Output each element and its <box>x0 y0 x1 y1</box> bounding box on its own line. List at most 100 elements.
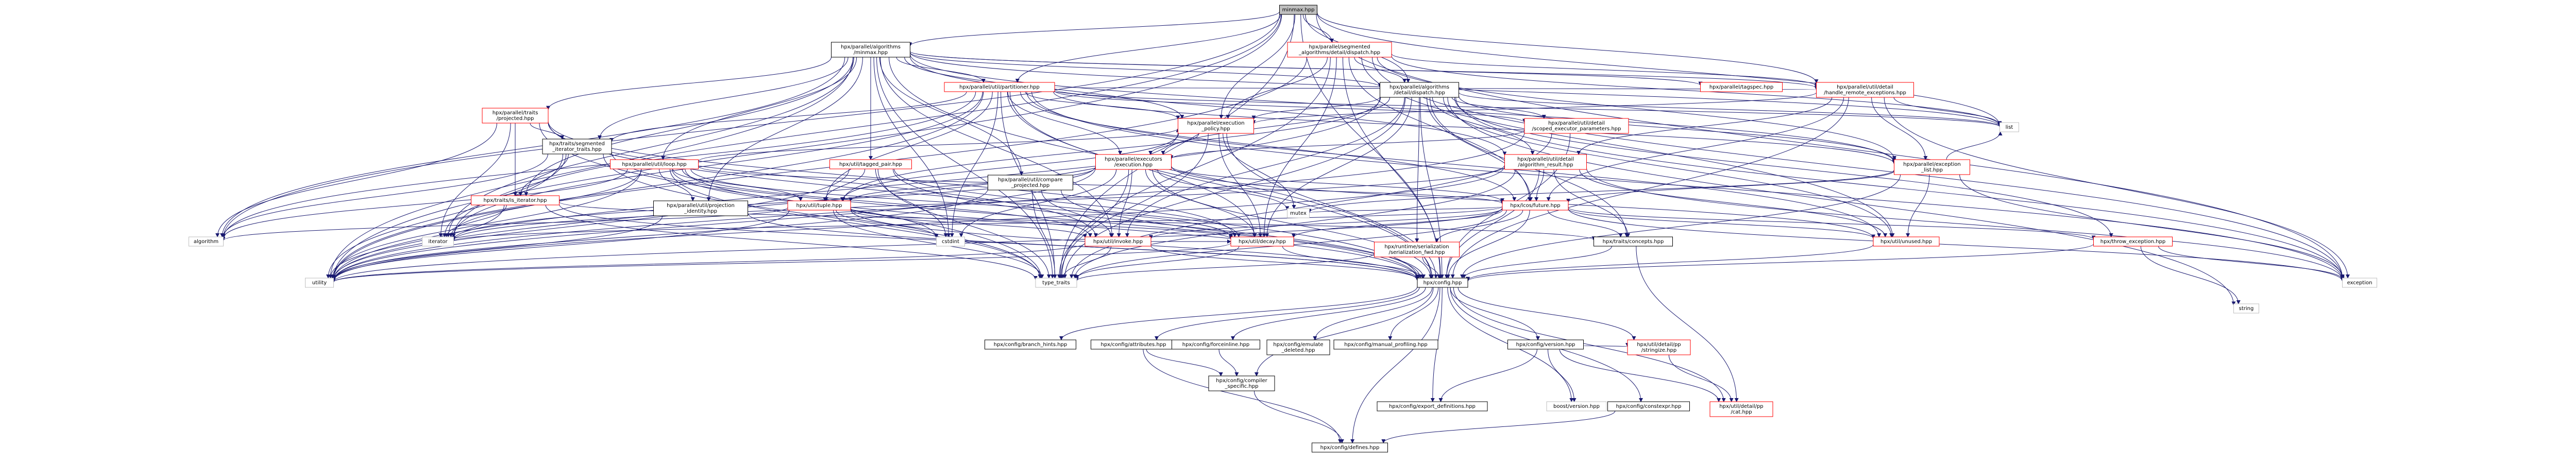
node-proj-identity[interactable]: hpx/parallel/util/projection_identity.hp… <box>653 200 748 216</box>
node-handle-remote[interactable]: hpx/parallel/util/detail/handle_remote_e… <box>1816 82 1914 98</box>
edge-root-to-partitioner <box>1015 14 1281 83</box>
node-loop[interactable]: hpx/parallel/util/loop.hpp <box>610 159 699 169</box>
node-box <box>988 175 1073 191</box>
node-label: /scoped_executor_parameters.hpp <box>1532 126 1621 132</box>
node-box <box>1607 401 1690 411</box>
edge-algo-result-to-concepts <box>1553 169 1631 237</box>
node-decay[interactable]: hpx/util/decay.hpp <box>1230 236 1294 247</box>
edge-algo-dispatch-to-tuple <box>841 97 1381 201</box>
node-box <box>1524 118 1629 134</box>
edge-traits-projected-to-iterator <box>438 123 511 237</box>
node-export-defs[interactable]: hpx/config/export_definitions.hpp <box>1377 401 1488 411</box>
node-branch-hints[interactable]: hpx/config/branch_hints.hpp <box>985 339 1076 350</box>
edge-seg-dispatch-to-handle-remote <box>1391 53 1819 87</box>
edge-forceinline-to-compiler-specific <box>1218 349 1239 376</box>
node-label: /minmax.hpp <box>854 50 888 56</box>
node-algo-dispatch[interactable]: hpx/parallel/algorithms/detail/dispatch.… <box>1380 82 1459 98</box>
edge-throw-exc-to-string <box>2140 246 2241 304</box>
node-box <box>1999 122 2019 132</box>
node-label: iterator <box>428 239 448 245</box>
node-scoped-exec[interactable]: hpx/parallel/util/detail/scoped_executor… <box>1524 118 1629 134</box>
node-algo-minmax[interactable]: hpx/parallel/algorithms/minmax.hpp <box>831 42 910 58</box>
edge-algo-minmax-to-is-iterator <box>524 57 854 196</box>
node-compare-projected[interactable]: hpx/parallel/util/compare_projected.hpp <box>988 175 1073 191</box>
edge-seg-dispatch-to-list <box>1391 56 2002 127</box>
node-ser-fwd[interactable]: hpx/runtime/serialization/serialization_… <box>1374 242 1460 257</box>
edge-loop-to-future <box>698 166 1504 205</box>
node-pp-cat[interactable]: hpx/util/detail/pp/cat.hpp <box>1709 401 1773 417</box>
node-label: _iterator_traits.hpp <box>552 147 602 152</box>
node-tagged-pair[interactable]: hpx/util/tagged_pair.hpp <box>829 159 912 169</box>
node-exec-policy[interactable]: hpx/parallel/execution_policy.hpp <box>1178 118 1254 134</box>
node-exception: exception <box>2342 278 2377 288</box>
node-constexpr[interactable]: hpx/config/constexpr.hpp <box>1607 401 1690 411</box>
node-algo-result[interactable]: hpx/parallel/util/detail/algorithm_resul… <box>1504 154 1587 170</box>
node-box <box>1208 375 1275 391</box>
node-forceinline[interactable]: hpx/config/forceinline.hpp <box>1172 339 1260 350</box>
edge-exec-policy-to-mutex <box>1223 133 1296 209</box>
node-box <box>1374 242 1460 257</box>
edge-seg-iter-traits-to-utility <box>326 153 564 279</box>
edge-proj-identity-to-utility <box>331 215 663 281</box>
node-defines[interactable]: hpx/config/defines.hpp <box>1312 442 1388 453</box>
node-traits-projected[interactable]: hpx/parallel/traits/projected.hpp <box>482 108 549 124</box>
node-config-version[interactable]: hpx/config/version.hpp <box>1507 339 1584 350</box>
dependency-edges <box>215 11 2350 443</box>
node-emulate-deleted[interactable]: hpx/config/emulate_deleted.hpp <box>1266 339 1330 355</box>
node-throw-exc[interactable]: hpx/throw_exception.hpp <box>2093 236 2173 247</box>
node-label: hpx/parallel/util/detail <box>1548 121 1605 126</box>
edge-traits-projected-to-seg-iter-traits <box>530 123 564 140</box>
edge-algo-dispatch-to-utility <box>331 96 1380 281</box>
node-label: list <box>2006 125 2013 130</box>
node-config[interactable]: hpx/config.hpp <box>1417 278 1468 288</box>
node-manual-profiling[interactable]: hpx/config/manual_profiling.hpp <box>1333 339 1438 350</box>
node-compiler-specific[interactable]: hpx/config/compiler_specific.hpp <box>1208 375 1275 391</box>
node-invoke[interactable]: hpx/util/invoke.hpp <box>1084 236 1151 247</box>
node-attributes[interactable]: hpx/config/attributes.hpp <box>1091 339 1176 350</box>
node-stringize[interactable]: hpx/util/detail/pp/stringize.hpp <box>1627 339 1691 355</box>
node-exception-list[interactable]: hpx/parallel/exception_list.hpp <box>1894 159 1970 175</box>
edge-loop-to-exec-policy <box>698 128 1180 162</box>
node-label: cstdint <box>942 239 959 245</box>
node-label: hpx/traits/is_iterator.hpp <box>484 198 547 203</box>
edge-is-iterator-to-iterator <box>444 204 507 237</box>
edge-tuple-to-invoke <box>850 209 1087 238</box>
node-label: boost/version.hpp <box>1553 404 1600 409</box>
node-label: hpx/parallel/util/projection <box>667 203 735 209</box>
edge-invoke-to-type-traits <box>1061 246 1111 279</box>
edge-partitioner-to-unused <box>1026 91 1882 237</box>
node-root[interactable]: minmax.hpp <box>1279 5 1317 15</box>
node-unused[interactable]: hpx/util/unused.hpp <box>1873 236 1940 247</box>
node-box <box>1287 208 1310 218</box>
node-seg-iter-traits[interactable]: hpx/traits/segmented_iterator_traits.hpp <box>542 139 612 154</box>
edge-root-to-exception <box>1316 14 2345 279</box>
node-tuple[interactable]: hpx/util/tuple.hpp <box>787 200 851 211</box>
node-box <box>1709 401 1773 417</box>
node-tagspec[interactable]: hpx/parallel/tagspec.hpp <box>1700 82 1783 92</box>
node-box <box>1084 236 1151 247</box>
edge-partitioner-to-seg-iter-traits <box>609 91 967 143</box>
edge-future-to-concepts <box>1547 210 1623 237</box>
node-box <box>1700 82 1783 92</box>
edge-loop-to-algorithm <box>221 168 628 239</box>
node-future[interactable]: hpx/lcos/future.hpp <box>1502 200 1569 211</box>
node-label: hpx/parallel/tagspec.hpp <box>1709 84 1773 90</box>
node-label: hpx/parallel/util/partitioner.hpp <box>959 84 1040 90</box>
edge-constexpr-to-defines <box>1381 410 1616 443</box>
node-label: _identity.hpp <box>684 209 717 214</box>
node-box <box>944 82 1055 92</box>
node-exec-exec[interactable]: hpx/parallel/executors/execution.hpp <box>1095 154 1172 170</box>
edge-algo-dispatch-to-exception <box>1455 97 2345 280</box>
edge-algo-minmax-to-proj-identity <box>706 57 863 201</box>
node-boost-version: boost/version.hpp <box>1546 401 1607 411</box>
edge-tuple-to-cstdint <box>836 210 939 238</box>
node-seg-dispatch[interactable]: hpx/parallel/segmented_algorithms/detail… <box>1287 42 1392 58</box>
edge-is-iterator-to-concepts <box>559 201 1596 241</box>
node-label: _policy.hpp <box>1201 126 1230 132</box>
node-is-iterator[interactable]: hpx/traits/is_iterator.hpp <box>471 195 560 205</box>
edge-future-to-iterator <box>451 206 1503 242</box>
node-partitioner[interactable]: hpx/parallel/util/partitioner.hpp <box>944 82 1055 92</box>
node-box <box>936 236 965 247</box>
node-box <box>1279 5 1317 15</box>
node-concepts[interactable]: hpx/traits/concepts.hpp <box>1594 236 1673 247</box>
